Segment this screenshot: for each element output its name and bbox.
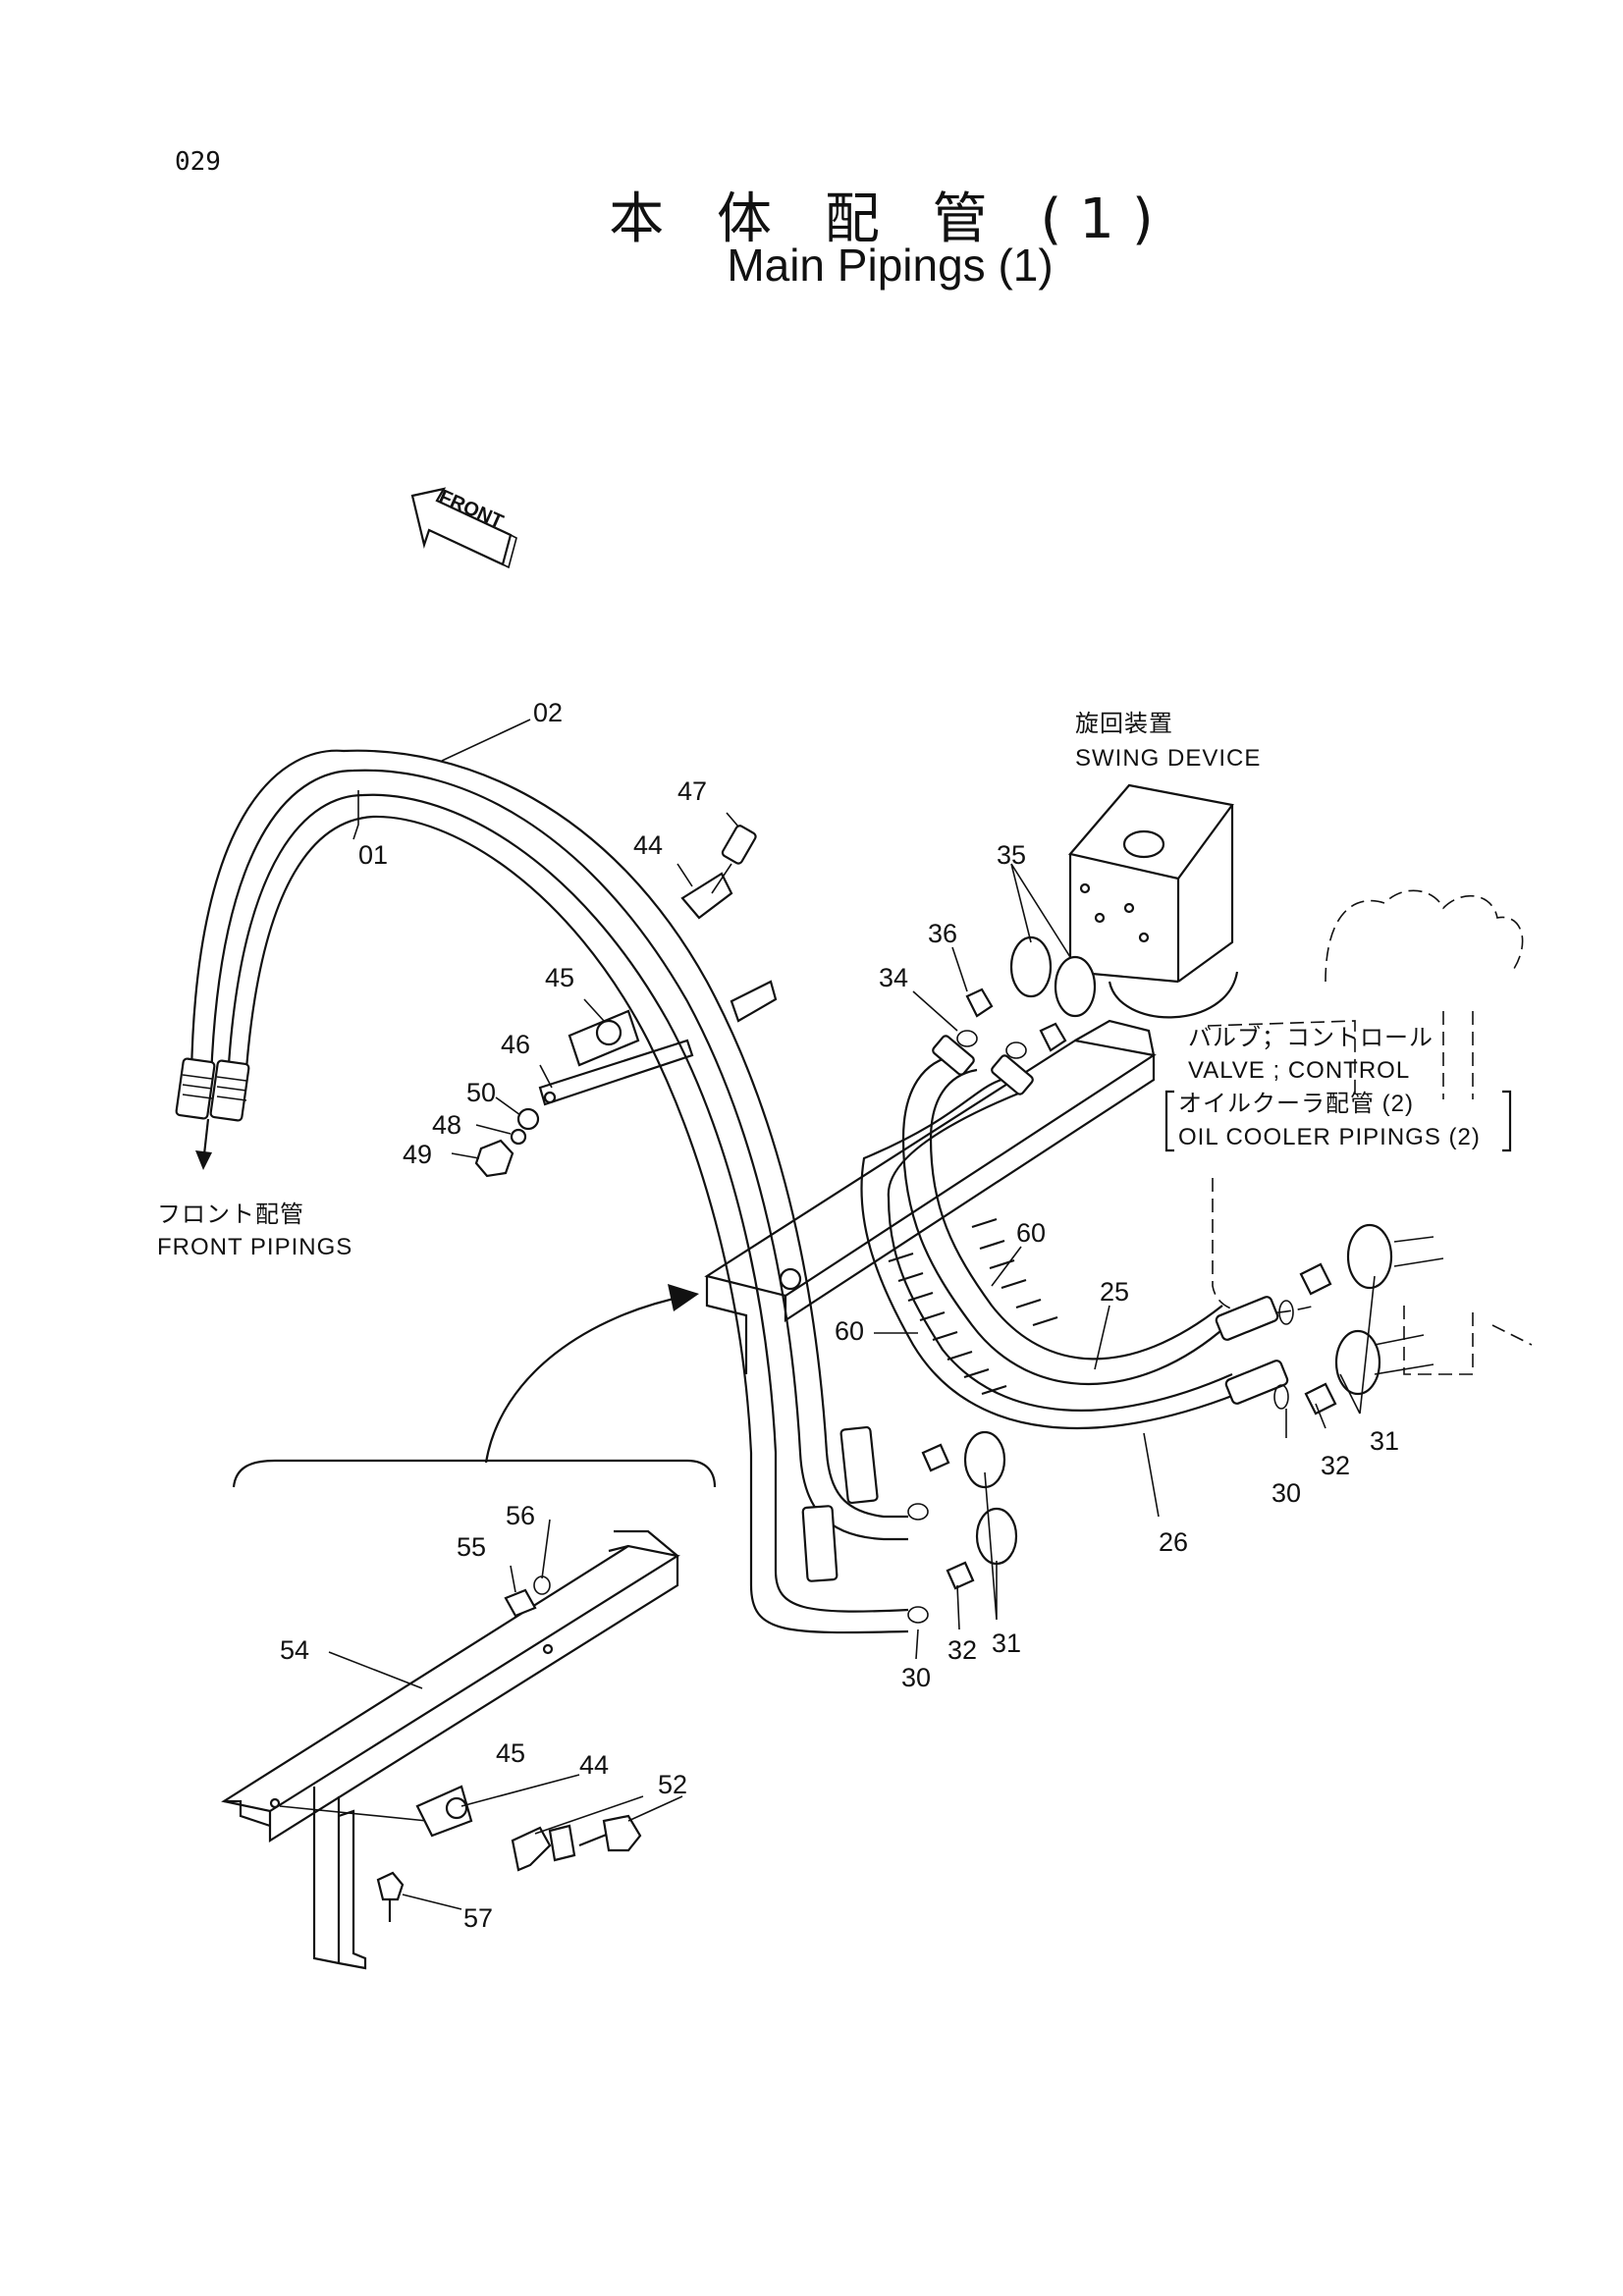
callout-32-right: 32 [1321, 1451, 1350, 1480]
swing-device-label-jp: 旋回装置 [1075, 711, 1173, 737]
callout-35: 35 [997, 840, 1026, 870]
callout-44: 44 [633, 830, 663, 860]
swing-device-label-en: SWING DEVICE [1075, 745, 1261, 772]
callout-57: 57 [463, 1903, 493, 1933]
front-pipings-label-en: FRONT PIPINGS [157, 1234, 352, 1260]
callout-44-detail: 44 [579, 1750, 609, 1780]
callout-30-right: 30 [1271, 1478, 1301, 1508]
callout-60-lower: 60 [835, 1316, 864, 1346]
oil-cooler-bracket-left [1164, 1090, 1174, 1152]
callout-46: 46 [501, 1030, 530, 1059]
callout-labels: 02 01 47 44 45 46 50 48 49 35 36 34 60 6… [280, 698, 1399, 1933]
front-arrow-label: FRONT [436, 486, 507, 533]
page-number: 029 [175, 147, 221, 177]
hose-protectors [888, 1217, 1058, 1396]
callout-56: 56 [506, 1501, 535, 1530]
control-valve-label-en: VALVE ; CONTROL [1188, 1057, 1410, 1084]
page-title-english: Main Pipings (1) [727, 240, 1054, 291]
callout-47: 47 [677, 776, 707, 806]
callout-60-upper: 60 [1016, 1218, 1046, 1248]
front-hoses [175, 749, 909, 1634]
flanges-right [1273, 1223, 1444, 1415]
clamp-parts-upper [474, 825, 778, 1178]
oil-cooler-label-jp: オイルクーラ配管 (2) [1178, 1091, 1414, 1117]
callout-36: 36 [928, 919, 957, 948]
leader-lines [328, 719, 1376, 1910]
callout-55: 55 [457, 1532, 486, 1562]
detail-beam [221, 1529, 680, 1970]
detail-arrow [232, 1284, 717, 1488]
text-notes: 旋回装置 SWING DEVICE バルブ；コントロール VALVE ; CON… [157, 711, 1512, 1260]
front-pipings-label-jp: フロント配管 [157, 1201, 304, 1228]
oil-cooler-label-en: OIL COOLER PIPINGS (2) [1178, 1124, 1481, 1150]
support-beam-upper [704, 1019, 1157, 1374]
callout-45: 45 [545, 963, 574, 992]
swing-device [1067, 783, 1239, 1019]
callout-50: 50 [466, 1078, 496, 1107]
callout-26: 26 [1159, 1527, 1188, 1557]
oil-cooler-bracket-right [1502, 1090, 1512, 1152]
page-title-japanese: 本 体 配 管 (1) [609, 187, 1171, 251]
callout-34: 34 [879, 963, 908, 992]
callout-48: 48 [432, 1110, 461, 1140]
callout-45-detail: 45 [496, 1738, 525, 1768]
callout-31-lower: 31 [992, 1629, 1021, 1658]
callout-31-right: 31 [1370, 1426, 1399, 1456]
flanges-upper [956, 935, 1097, 1059]
callout-49: 49 [403, 1140, 432, 1169]
callout-25: 25 [1100, 1277, 1129, 1307]
callout-01: 01 [358, 840, 388, 870]
callout-54: 54 [280, 1635, 309, 1665]
control-valve-label-jp: バルブ；コントロール [1188, 1025, 1434, 1051]
flanges-lower [907, 1430, 1018, 1624]
front-direction-arrow: FRONT [410, 486, 517, 569]
callout-32-lower: 32 [947, 1635, 977, 1665]
callout-30-lower: 30 [901, 1663, 931, 1692]
callout-02: 02 [533, 698, 563, 727]
oil-cooler-hoses [860, 1035, 1289, 1430]
callout-52: 52 [658, 1770, 687, 1799]
